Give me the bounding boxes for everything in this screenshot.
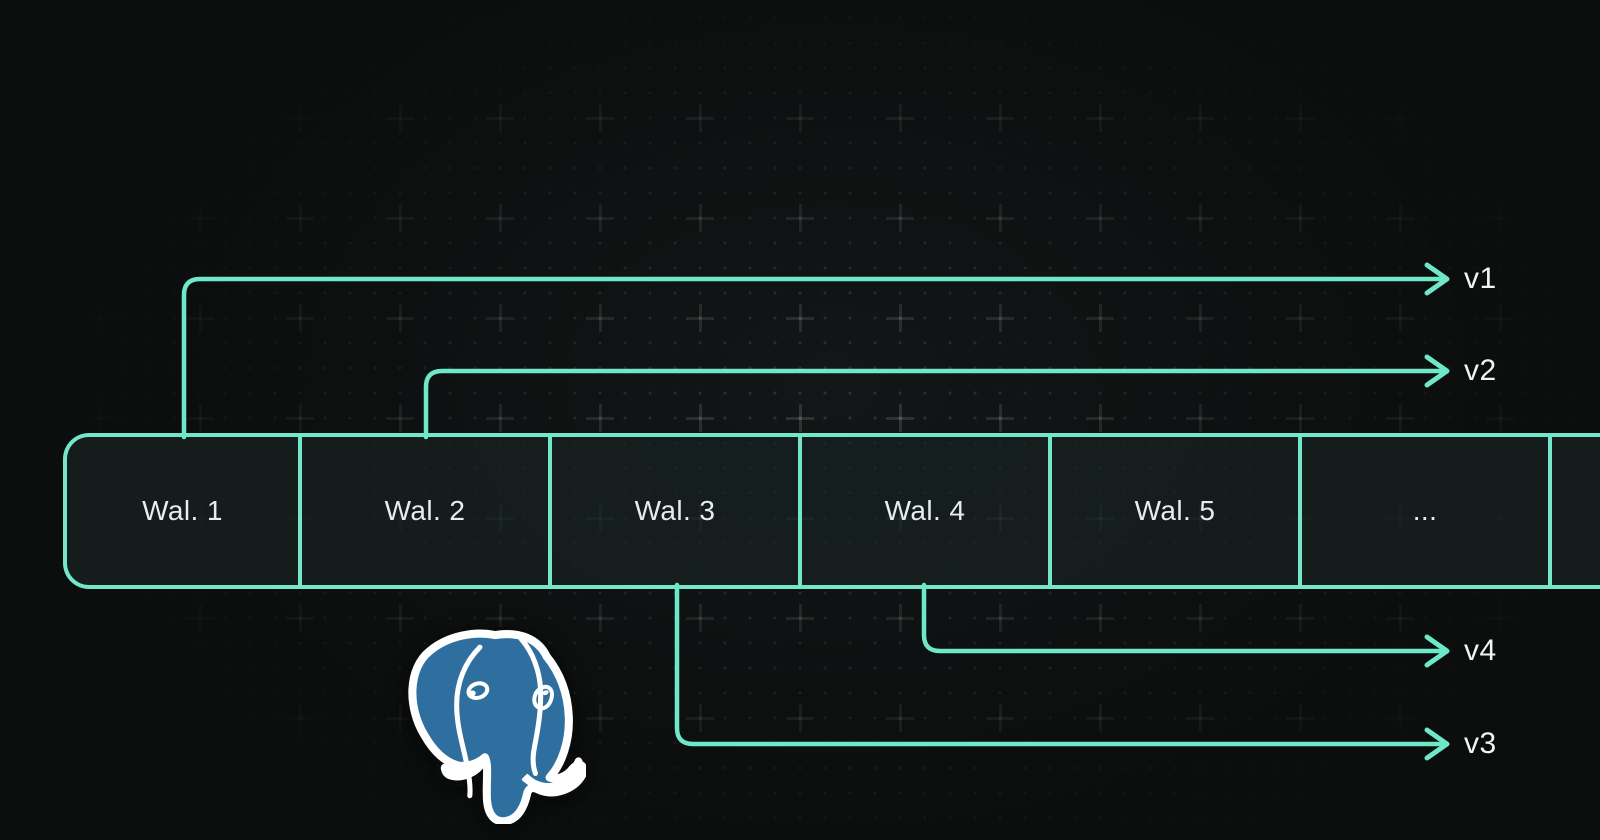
wal-segment-label: Wal. 5 — [1134, 495, 1216, 526]
arrowhead-icon-v1 — [1424, 262, 1450, 296]
wal-segment-5: Wal. 5 — [1052, 437, 1302, 585]
connector-line-v2 — [423, 368, 1447, 440]
arrowhead-icon-v3 — [1424, 727, 1450, 761]
wal-segment-label: ... — [1412, 495, 1438, 526]
elephant-eyes — [466, 681, 549, 701]
connector-line-v1 — [181, 276, 1447, 440]
wal-segment-2: Wal. 2 — [302, 437, 552, 585]
version-label-v2: v2 — [1464, 354, 1497, 387]
version-label-v4: v4 — [1464, 634, 1497, 667]
elephant-face-lines — [454, 636, 555, 799]
wal-segment-7 — [1552, 437, 1600, 585]
wal-segment-label: Wal. 2 — [384, 495, 466, 526]
version-label-v3: v3 — [1464, 727, 1497, 760]
postgresql-elephant-logo — [394, 626, 586, 824]
arrowhead-icon-v2 — [1424, 354, 1450, 388]
wal-segment-label: Wal. 4 — [884, 495, 966, 526]
wal-segment-row: Wal. 1 Wal. 2 Wal. 3 Wal. 4 Wal. 5... — [63, 433, 1600, 589]
wal-segment-label: Wal. 1 — [142, 495, 223, 526]
wal-segment-4: Wal. 4 — [802, 437, 1052, 585]
wal-segment-3: Wal. 3 — [552, 437, 802, 585]
connector-line-v4 — [921, 582, 1447, 654]
version-label-v1: v1 — [1464, 262, 1497, 295]
arrowhead-icon-v4 — [1424, 634, 1450, 668]
wal-segment-6: ... — [1302, 437, 1552, 585]
connector-line-v3 — [674, 582, 1447, 747]
wal-segment-1: Wal. 1 — [67, 437, 302, 585]
wal-segment-label: Wal. 3 — [634, 495, 716, 526]
